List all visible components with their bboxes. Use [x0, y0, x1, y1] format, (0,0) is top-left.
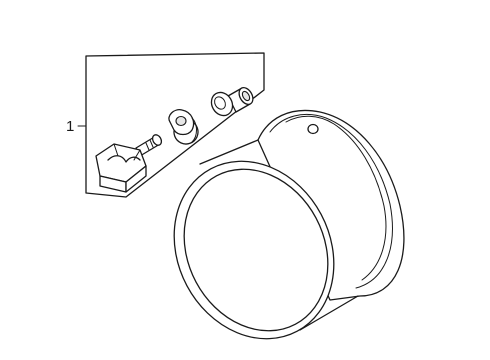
callout-number: 1: [66, 118, 74, 135]
valve-nut: [210, 86, 254, 117]
nut-collar: [210, 91, 234, 117]
stem-thread-2: [149, 139, 154, 148]
rim-barrel-bottom: [299, 295, 359, 331]
rim-barrel-top: [199, 139, 259, 165]
sensor-housing-side: [125, 165, 147, 193]
nut-sleeve-bore: [241, 90, 251, 102]
sensor-notch: [107, 155, 141, 163]
valve-hole: [307, 123, 319, 135]
rim-back-flange: [257, 109, 405, 301]
rim-front-face-inner: [183, 168, 329, 332]
wheel-rim: [173, 109, 405, 340]
grommet-hole: [175, 115, 187, 127]
sensor-stem-tip: [151, 134, 163, 146]
nut-collar-inner: [214, 96, 226, 110]
rim-back-inner-ring: [269, 114, 393, 289]
rim-back-inner-ring-2: [285, 115, 387, 281]
stem-thread-1: [145, 142, 150, 151]
rim-front-face-outer: [173, 160, 335, 340]
tpms-sensor: [95, 134, 163, 193]
grommet-side: [191, 117, 197, 143]
valve-grommet: [168, 109, 199, 145]
sensor-notch-edges: [113, 143, 141, 161]
component-group-panel: [85, 52, 265, 198]
callout-1: 1: [66, 118, 87, 135]
